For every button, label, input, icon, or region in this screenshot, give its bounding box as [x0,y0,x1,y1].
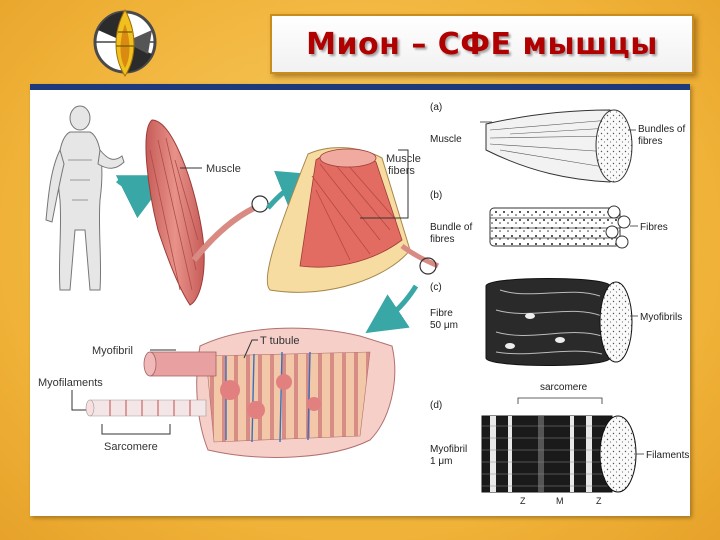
label-sarcomere: Sarcomere [104,441,158,453]
myofilaments-leader [72,390,86,410]
panel-b-tag: (b) [430,190,442,201]
label-muscle-fibers-2: fibers [388,165,415,177]
label-t-tubule: T tubule [260,335,300,347]
panel-a-label: Muscle [430,134,462,145]
label-muscle-fibers-1: Muscle [386,153,421,165]
muscle-illustration [146,120,268,305]
label-muscle: Muscle [206,163,241,175]
myofibril-right-label-1: Myofibril [430,444,467,455]
panel-b-bundle [490,206,630,248]
muscle-diagram: Muscle Muscle fibers [30,90,690,510]
sarcomere-right-bracket [518,398,602,404]
bundles-label-2: fibres [638,136,662,147]
fibre-label-2: 50 μm [430,320,458,331]
bundles-label-1: Bundles of [638,124,685,135]
bundle-label-2: fibres [430,234,454,245]
title-box: Мион – СФЕ мышцы [270,14,694,74]
emblem-logo [88,2,162,80]
sarcomere-right-label: sarcomere [540,382,588,393]
arrow-icon [382,286,416,322]
panel-c-tag: (c) [430,282,442,293]
human-figure [46,106,124,290]
arrow-icon [118,180,148,188]
sarcomere-bracket [102,424,170,434]
m-line-label: M [556,496,564,506]
label-myofibril: Myofibril [92,345,133,357]
z-line-label-1: Z [520,496,526,506]
panel-c-fibre [486,279,632,366]
myofibril-right-label-2: 1 μm [430,456,452,467]
slide-title: Мион – СФЕ мышцы [306,27,658,62]
panel-a-muscle [486,110,632,182]
fibre-label-1: Fibre [430,308,453,319]
panel-d-myofibril [482,416,636,492]
content-frame: Muscle Muscle fibers [30,84,690,516]
panel-a-tag: (a) [430,102,442,113]
filaments-label: Filaments [646,450,689,461]
z-line-label-2: Z [596,496,602,506]
bundle-label-1: Bundle of [430,222,472,233]
panel-d-tag: (d) [430,400,442,411]
fibres-label: Fibres [640,222,668,233]
label-myofilaments: Myofilaments [38,377,103,389]
myofibrils-label: Myofibrils [640,312,682,323]
